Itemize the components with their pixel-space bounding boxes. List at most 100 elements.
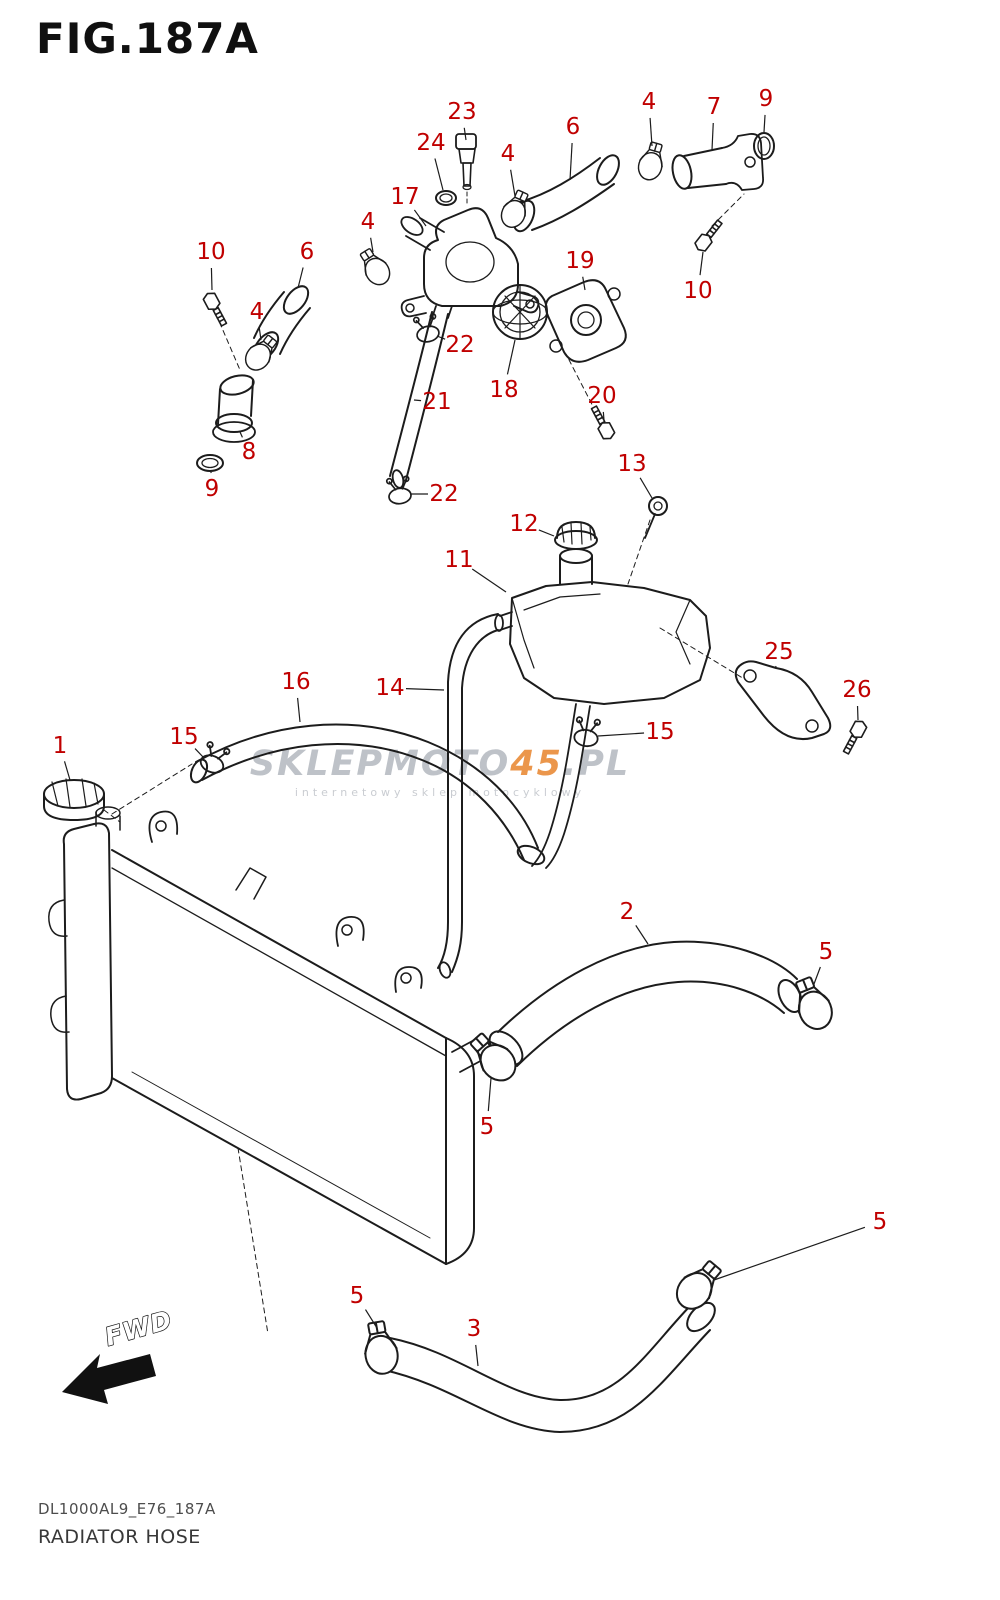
water-inlet-pipe [212, 313, 256, 443]
part-number-20: 20 [587, 383, 616, 409]
figure-code: DL1000AL9_E76_187A [38, 1500, 216, 1518]
bolt [692, 217, 726, 255]
part-number-5: 5 [480, 1114, 495, 1140]
thermostat [492, 284, 548, 340]
part-number-15: 15 [645, 719, 674, 745]
callout-leader [194, 748, 205, 759]
hose-clamp [496, 186, 535, 232]
callout-leader [597, 732, 645, 737]
callout-leader [711, 122, 714, 151]
callout-leader [813, 966, 821, 985]
part-number-10: 10 [683, 278, 712, 304]
hose-clamp [668, 1254, 729, 1317]
callout-leader [538, 529, 555, 537]
callout-leader [506, 339, 516, 375]
fwd-arrow: FWD [62, 1304, 176, 1404]
part-number-4: 4 [501, 141, 516, 167]
fwd-label: FWD [102, 1305, 176, 1352]
callout-leader [296, 697, 301, 723]
callout-leader [569, 142, 573, 181]
callout-leader [699, 251, 704, 276]
part-number-11: 11 [444, 547, 473, 573]
callout-leader [639, 477, 653, 499]
callout-leader [370, 237, 374, 253]
callout-leader [475, 1344, 479, 1367]
radiator-cap [43, 778, 121, 823]
part-number-17: 17 [390, 184, 419, 210]
hose-clamp [359, 1318, 402, 1378]
reservoir-tank [494, 548, 747, 869]
hose-clip [385, 475, 413, 506]
hose-clamp [634, 139, 669, 184]
callout-leader [582, 276, 586, 291]
callout-leader [405, 687, 445, 691]
part-number-2: 2 [620, 899, 635, 925]
part-number-18: 18 [489, 377, 518, 403]
callout-leader [510, 169, 516, 197]
part-number-12: 12 [509, 511, 538, 537]
part-number-7: 7 [707, 94, 722, 120]
callout-leader [258, 327, 262, 341]
callout-leader [471, 568, 507, 593]
water-outlet-pipe [671, 133, 764, 227]
callout-leader [434, 158, 444, 191]
part-number-6: 6 [300, 239, 315, 265]
callout-leader [239, 431, 243, 438]
part-number-3: 3 [467, 1316, 482, 1342]
part-number-19: 19 [565, 248, 594, 274]
callout-leader [649, 117, 653, 147]
callout-leader [413, 399, 422, 402]
screw [627, 496, 668, 585]
part-number-6: 6 [566, 114, 581, 140]
hose-clamp [354, 244, 396, 290]
callout-leader [297, 267, 304, 289]
part-number-5: 5 [819, 939, 834, 965]
part-number-10: 10 [196, 239, 225, 265]
part-number-22: 22 [429, 481, 458, 507]
outlet-hose-upper [512, 154, 620, 233]
part-number-22: 22 [445, 332, 474, 358]
part-number-13: 13 [617, 451, 646, 477]
hose-clamp [787, 972, 839, 1035]
overflow-hose [111, 723, 546, 866]
part-number-9: 9 [205, 476, 220, 502]
o-ring [196, 454, 224, 472]
reservoir-inlet-hose [437, 613, 499, 979]
part-number-26: 26 [842, 677, 871, 703]
part-number-25: 25 [764, 639, 793, 665]
callout-leader [63, 761, 71, 781]
part-number-4: 4 [250, 299, 265, 325]
reservoir-cap [554, 521, 598, 550]
part-number-21: 21 [422, 389, 451, 415]
callout-leader [210, 267, 213, 291]
part-number-8: 8 [242, 439, 257, 465]
radiator [48, 806, 493, 1335]
o-ring [753, 132, 775, 160]
callout-leader [413, 209, 427, 227]
part-number-4: 4 [642, 89, 657, 115]
hose-clamp [463, 1026, 524, 1089]
callout-leader [713, 1226, 866, 1281]
part-number-16: 16 [281, 669, 310, 695]
part-number-1: 1 [53, 733, 68, 759]
thermostat-cover [544, 279, 627, 421]
callout-leader [364, 1309, 378, 1329]
figure-name: RADIATOR HOSE [38, 1526, 201, 1548]
part-number-23: 23 [447, 99, 476, 125]
water-temp-sensor [455, 133, 477, 207]
callout-leader [436, 335, 446, 340]
part-number-9: 9 [759, 86, 774, 112]
callout-leader [602, 411, 605, 421]
figure-title: FIG.187A [36, 14, 259, 63]
callout-leader [487, 1077, 492, 1112]
bolt [839, 717, 869, 757]
bolt [201, 289, 231, 329]
callout-leader [635, 925, 649, 945]
upper-radiator-hose [488, 940, 803, 1067]
part-number-5: 5 [350, 1283, 365, 1309]
part-number-14: 14 [375, 675, 404, 701]
callout-leader [463, 127, 467, 141]
